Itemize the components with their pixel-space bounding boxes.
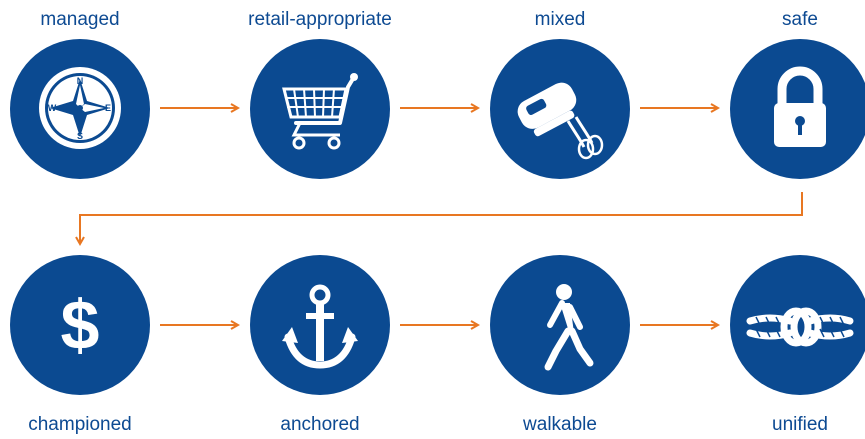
- step-label-championed: championed: [28, 414, 132, 435]
- step-label-unified: unified: [772, 414, 828, 435]
- padlock-icon: [774, 66, 826, 147]
- dollar-symbol: $: [61, 286, 100, 364]
- step-node-anchored: [250, 255, 390, 395]
- anchor-icon: [282, 284, 358, 369]
- walking-person-icon: [544, 284, 594, 371]
- step-node-unified: [730, 255, 865, 395]
- step-node-mixed: [490, 39, 630, 179]
- shopping-cart-icon: [282, 73, 358, 150]
- step-label-mixed: mixed: [534, 9, 586, 30]
- arrow-safe-to-championed: [80, 192, 803, 244]
- compass-s: S: [77, 131, 83, 141]
- step-node-championed: $: [10, 255, 150, 395]
- step-node-walkable: [490, 255, 630, 395]
- compass-icon: N S E W: [39, 67, 121, 149]
- dollar-sign-icon: $: [61, 286, 100, 364]
- compass-n: N: [77, 76, 84, 86]
- compass-e: E: [105, 103, 111, 113]
- step-label-managed: managed: [40, 9, 120, 30]
- hand-mixer-icon: [517, 82, 604, 160]
- compass-w: W: [48, 103, 57, 113]
- rope-knot-icon: [746, 307, 854, 347]
- step-label-retail-appropriate: retail-appropriate: [248, 9, 392, 30]
- step-label-safe: safe: [782, 9, 818, 30]
- step-node-safe: [730, 39, 865, 179]
- step-label-walkable: walkable: [523, 414, 597, 435]
- step-node-managed: N S E W: [10, 39, 150, 179]
- step-node-retail-appropriate: [250, 39, 390, 179]
- step-label-anchored: anchored: [280, 414, 360, 435]
